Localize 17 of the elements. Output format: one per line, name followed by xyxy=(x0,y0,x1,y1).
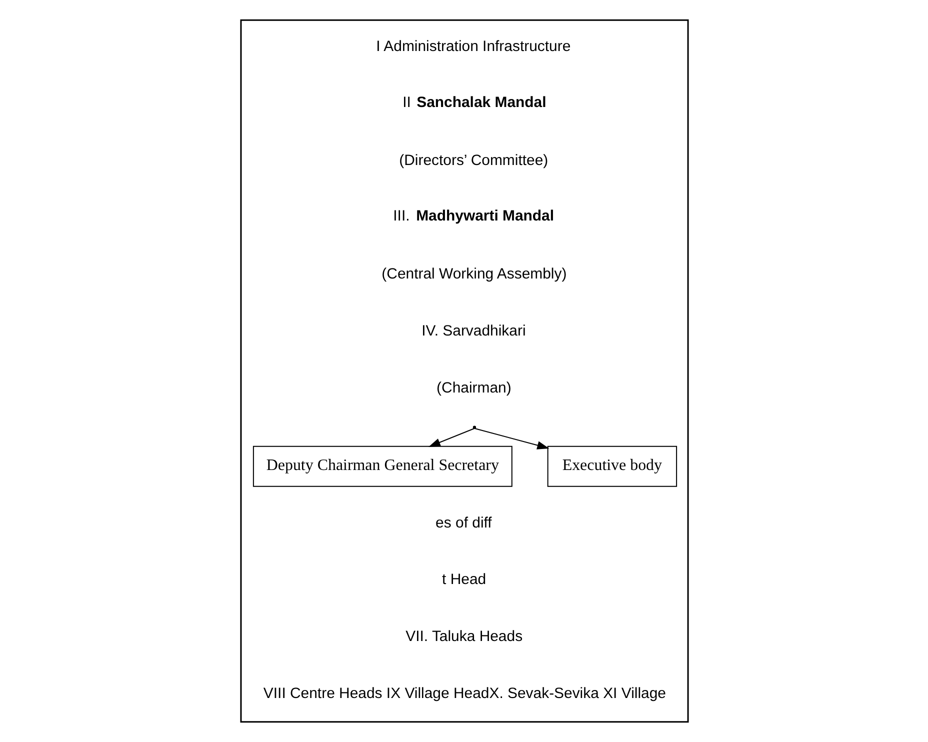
label: t Head xyxy=(442,571,486,588)
label: (Directors’ Committee) xyxy=(398,152,548,169)
label: I Administration Infrastructure xyxy=(376,38,570,56)
label: III. Madhywarti Mandal xyxy=(392,208,554,225)
node-box: Executive body xyxy=(546,446,677,487)
arrow xyxy=(428,428,474,447)
label: es of diff xyxy=(435,514,492,532)
node-box: Deputy Chairman General Secretary xyxy=(252,446,512,487)
label: (Chairman) xyxy=(436,379,511,396)
node-point xyxy=(472,426,476,429)
label: IV. Sarvadhikari xyxy=(421,322,526,340)
cluster xyxy=(240,19,688,723)
arrow xyxy=(474,428,549,450)
label: VII. Taluka Heads xyxy=(405,628,522,646)
label: VIII Centre Heads IX Village HeadX. Sevak-Sevika XI Village xyxy=(262,684,666,702)
label: (Central Working Assembly) xyxy=(381,266,566,283)
label: II Sanchalak Mandal xyxy=(402,94,546,111)
